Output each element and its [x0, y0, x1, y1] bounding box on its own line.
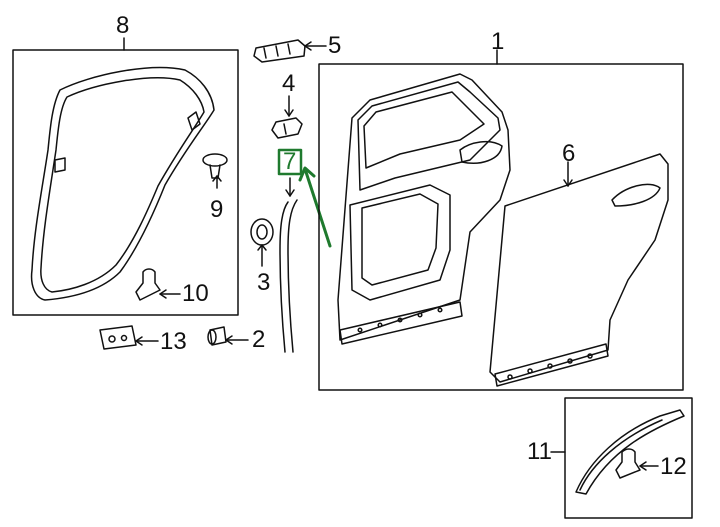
- highlight-arrow: [304, 170, 332, 248]
- grommet-3: [250, 218, 274, 267]
- callout-6: 6: [562, 140, 576, 167]
- group-box-moulding: [564, 397, 693, 519]
- callout-11: 11: [527, 438, 552, 465]
- callout-4: 4: [282, 70, 296, 97]
- rod-7: [279, 201, 289, 353]
- callout-5: 5: [328, 32, 342, 59]
- callout-2: 2: [252, 326, 266, 353]
- bracket-4: [271, 95, 303, 139]
- callout-12: 12: [660, 453, 687, 480]
- door-shell: [337, 73, 511, 341]
- wheel-arch-moulding: [575, 409, 685, 495]
- group-box-weatherstrip: [12, 49, 239, 316]
- callout-9: 9: [210, 196, 224, 223]
- clip-10: [135, 268, 181, 301]
- callout-3: 3: [257, 269, 271, 296]
- door-weatherstrip: [30, 66, 215, 301]
- grommet-2: [207, 326, 249, 346]
- callout-1: 1: [491, 28, 505, 55]
- group-box-door: [318, 63, 684, 391]
- clip-13: [99, 325, 159, 350]
- callout-8: 8: [116, 12, 130, 39]
- bracket-5: [253, 39, 327, 63]
- outer-panel: [489, 153, 669, 383]
- callout-13: 13: [160, 328, 187, 355]
- clip-12: [615, 448, 659, 479]
- part-7-highlight-box: [277, 148, 303, 176]
- callout-7: 7: [283, 148, 297, 175]
- callout-10: 10: [182, 280, 209, 307]
- push-clip-9: [202, 153, 228, 189]
